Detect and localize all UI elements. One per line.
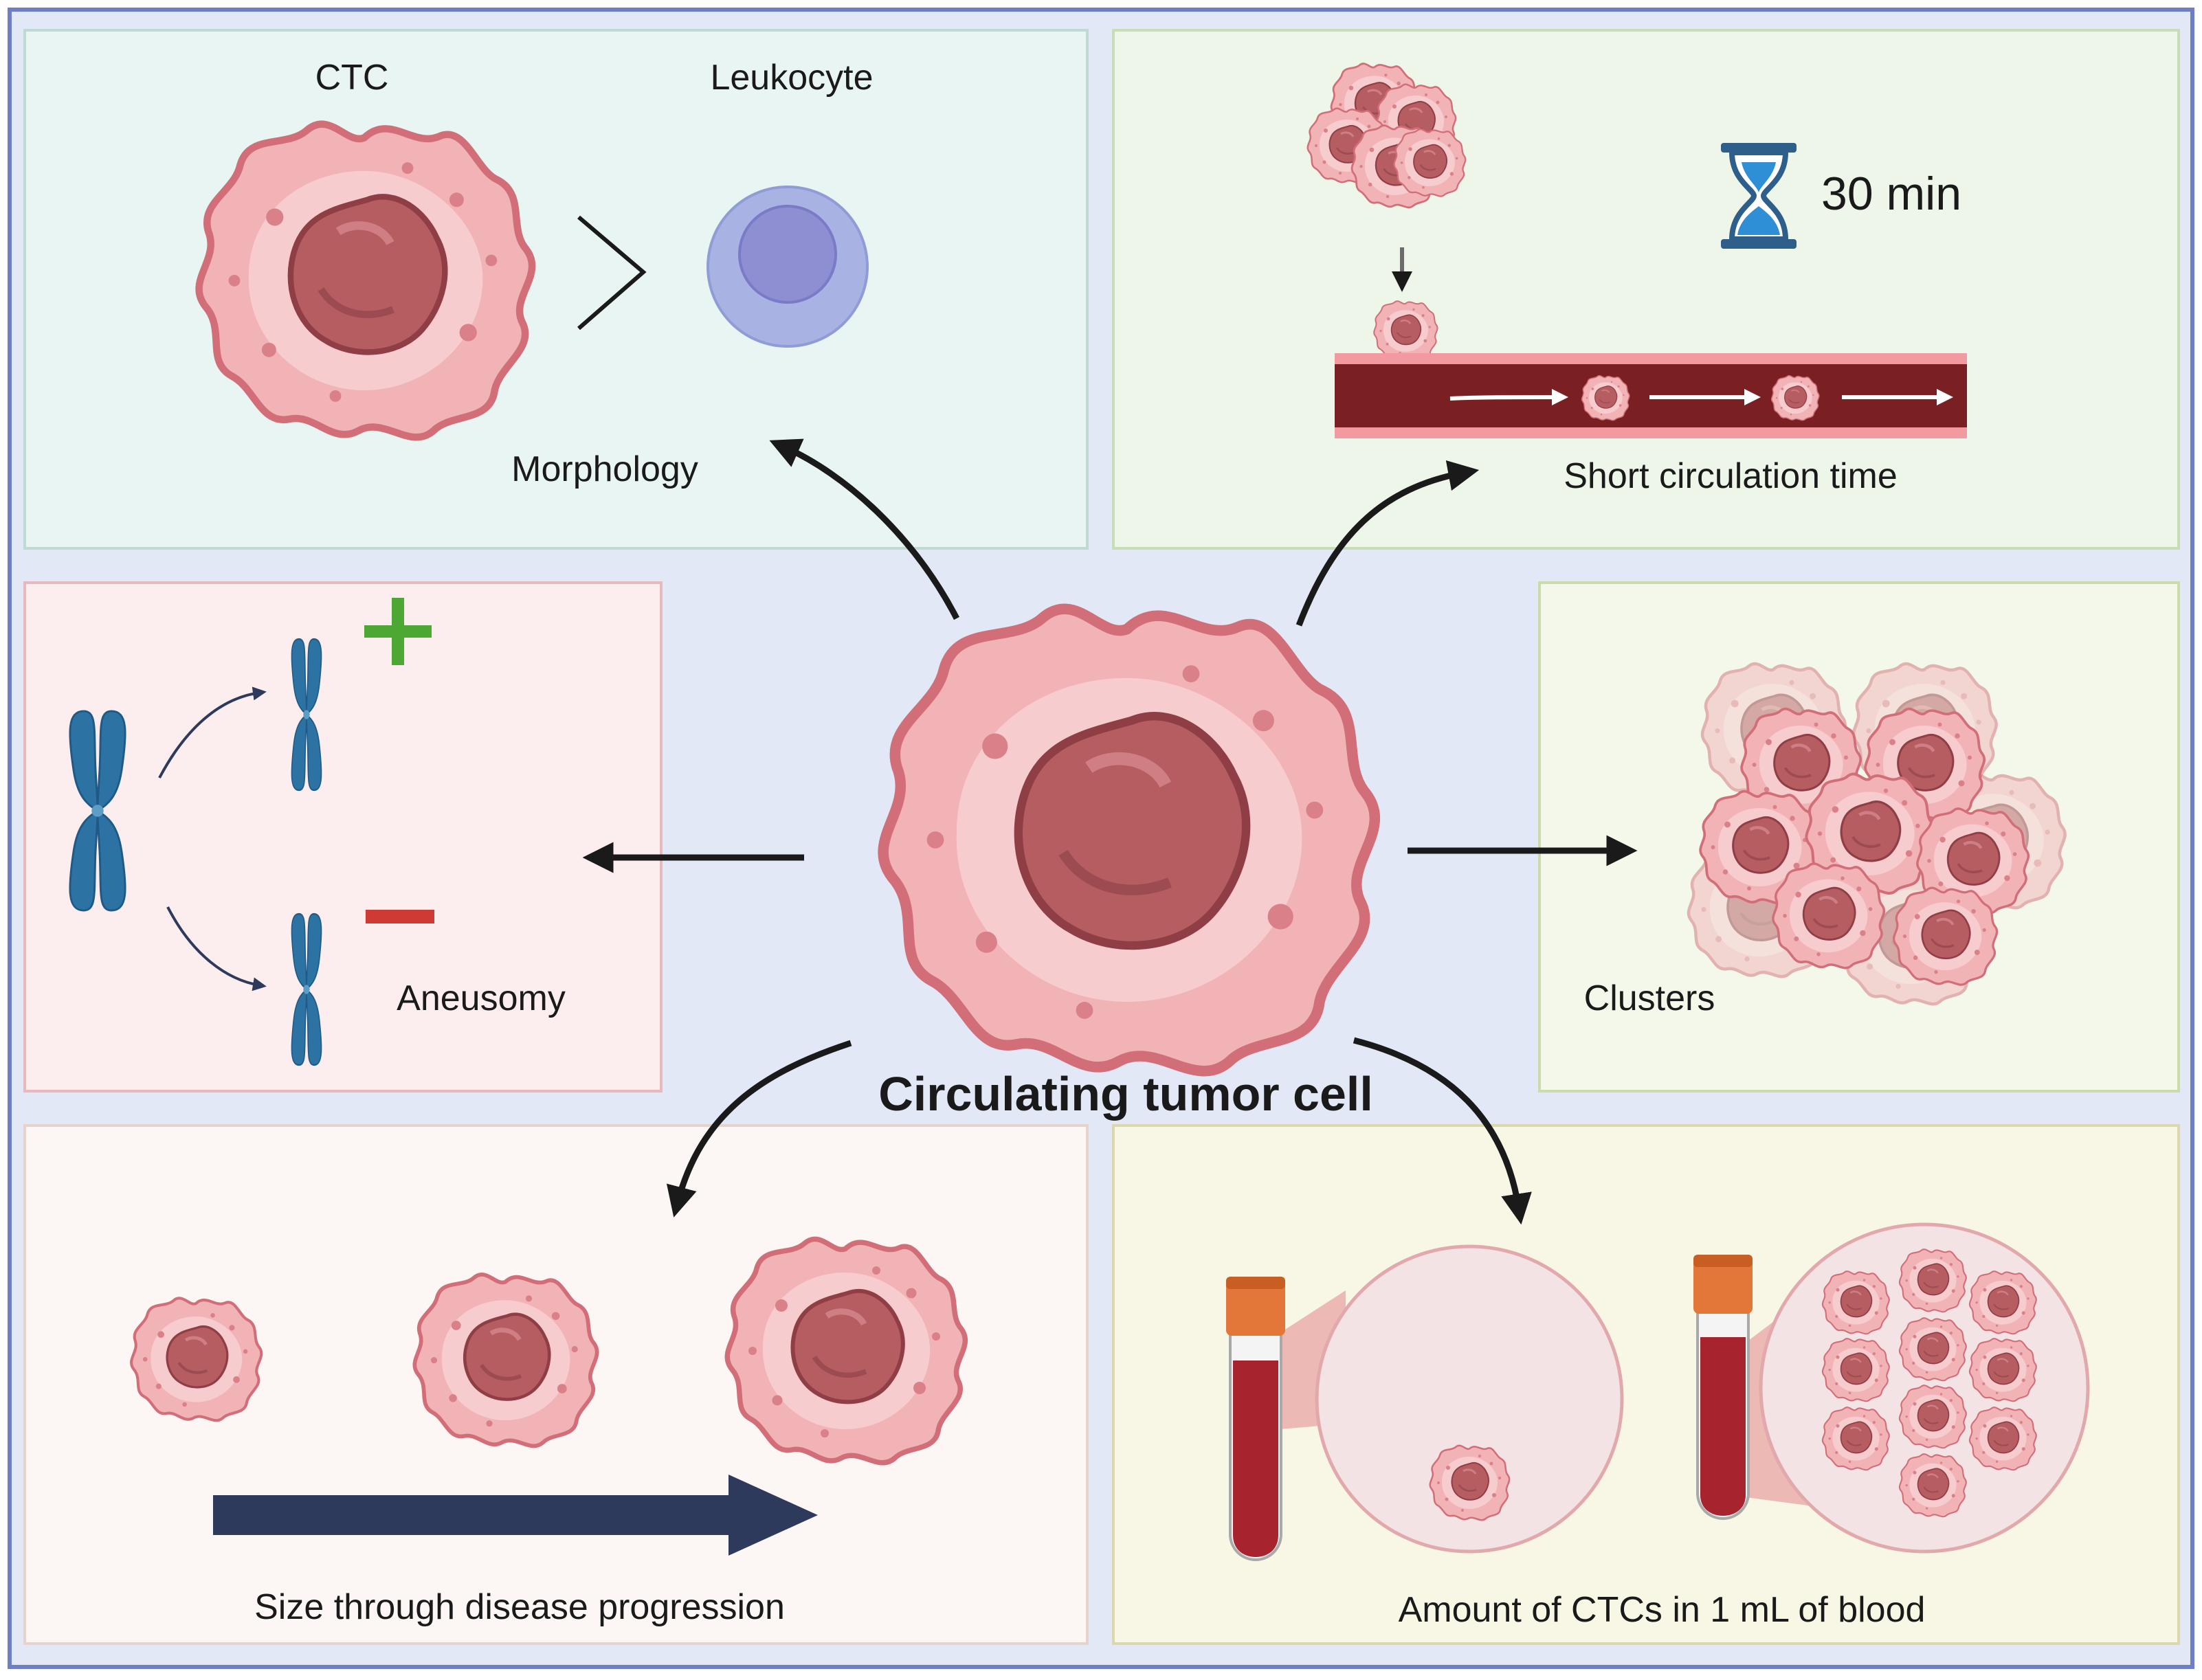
magnified-view-many	[1759, 1222, 2090, 1554]
blood-vessel-icon	[1335, 353, 1967, 438]
arrow-to-amount	[1353, 1037, 1532, 1225]
size-caption: Size through disease progression	[254, 1587, 785, 1627]
blood-tube-icon	[1693, 1255, 1813, 1520]
progression-arrow	[213, 1475, 818, 1556]
aneusomy-caption: Aneusomy	[397, 978, 566, 1018]
circulating-cell-icon	[1581, 374, 1630, 421]
circulation-time-label: 30 min	[1821, 168, 1961, 220]
amount-caption: Amount of CTCs in 1 mL of blood	[1399, 1590, 1926, 1630]
morphology-caption: Morphology	[511, 449, 698, 489]
circulating-cell-icon	[1770, 374, 1820, 421]
circulation-caption: Short circulation time	[1564, 456, 1898, 496]
diagram-title: Circulating tumor cell	[878, 1067, 1373, 1121]
gain-arrow	[158, 686, 267, 779]
blood-tube-icon	[1226, 1277, 1346, 1561]
medium-cell-icon	[414, 1275, 597, 1446]
leukocyte-icon	[707, 186, 869, 348]
arrow-to-circulation	[1295, 460, 1480, 627]
arrow-to-morphology	[769, 438, 959, 620]
greater-than-symbol	[577, 215, 647, 331]
central-ctc-icon	[883, 609, 1375, 1071]
minus-icon	[366, 910, 434, 923]
intravasating-cell-icon	[1373, 300, 1438, 362]
ctc-label: CTC	[315, 58, 389, 98]
hourglass-icon	[1721, 143, 1797, 249]
loss-arrow	[166, 906, 267, 992]
aneusomy-panel	[23, 581, 663, 1093]
ctc-cell-icon	[199, 124, 533, 438]
large-cell-icon	[727, 1239, 965, 1462]
plus-icon	[364, 598, 432, 665]
magnified-view-one	[1315, 1244, 1624, 1554]
clusters-caption: Clusters	[1584, 978, 1715, 1018]
arrow-to-size	[666, 1040, 852, 1218]
small-cell-icon	[131, 1298, 261, 1420]
leukocyte-label: Leukocyte	[710, 58, 873, 98]
circulation-panel	[1112, 29, 2180, 550]
